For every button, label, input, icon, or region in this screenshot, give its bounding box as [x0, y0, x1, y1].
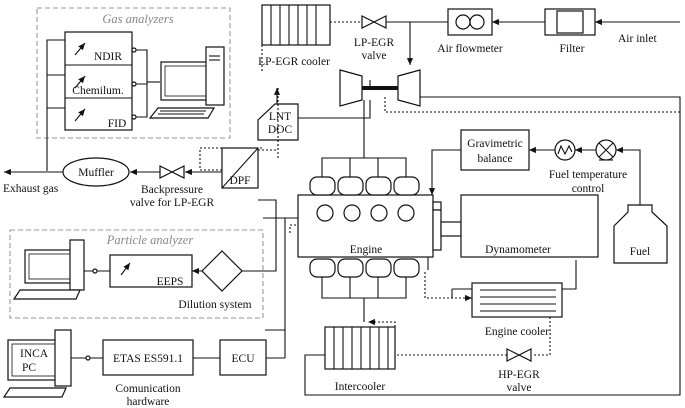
- hp-egr-label-1: HP-EGR: [498, 369, 540, 381]
- dynamometer-box: [460, 194, 599, 258]
- hp-egr-label-2: valve: [507, 382, 532, 394]
- lp-egr-return-line: [384, 97, 680, 113]
- engine-block: [297, 176, 462, 278]
- particle-analyzer-frame: [9, 229, 264, 319]
- gas-analyzer-bus: [136, 49, 148, 118]
- comm-label-1: Comunication: [115, 383, 180, 395]
- backpressure-valve-icon: [159, 165, 185, 179]
- gas-analyzers-title: Gas analyzers: [102, 12, 173, 26]
- ecu-box: [219, 339, 267, 376]
- etas-label: ETAS ES591.1: [113, 353, 183, 365]
- muffler-label: Muffler: [78, 167, 114, 179]
- gravimetric-balance-box: [460, 129, 530, 171]
- fuel-pump-icon: [595, 139, 617, 161]
- eeps-label: EEPS: [157, 276, 184, 288]
- intercooler-label: Intercooler: [335, 381, 386, 393]
- filter-label: Filter: [560, 43, 585, 55]
- inca-label-1: INCA: [20, 348, 49, 360]
- engine-label: Engine: [350, 244, 383, 256]
- lp-egr-valve-icon: [361, 15, 387, 29]
- lp-egr-valve-label-2: valve: [362, 50, 387, 62]
- lnt-label: LNT: [269, 111, 291, 123]
- dilution-system-icon: [201, 250, 243, 292]
- lp-egr-cooler-icon: [261, 4, 331, 46]
- dynamometer-label: Dynamometer: [485, 244, 551, 256]
- hp-egr-valve-icon: [506, 348, 532, 362]
- turbine-outlet: [285, 80, 371, 119]
- gravimetric-label-1: Gravimetric: [467, 138, 523, 150]
- particle-pc-icon: [12, 239, 85, 300]
- exhaust-gas-label: Exhaust gas: [3, 183, 59, 195]
- fuel-temp-label-2: control: [572, 183, 605, 195]
- fuel-heater-icon: [554, 139, 576, 161]
- doc-label: DOC: [268, 124, 293, 136]
- air-inlet-label: Air inlet: [618, 33, 657, 45]
- chemilum-label: Chemilum.: [72, 85, 124, 97]
- lp-egr-cooler-label: LP-EGR cooler: [258, 56, 330, 68]
- backpressure-label-2: valve for LP-EGR: [130, 197, 215, 209]
- ndir-label: NDIR: [94, 51, 122, 63]
- charge-air-line: [304, 96, 681, 396]
- intercooler-icon: [324, 326, 396, 370]
- inca-label-2: PC: [22, 362, 36, 374]
- gas-sample-lines: [46, 39, 65, 171]
- air-flowmeter-label: Air flowmeter: [437, 43, 503, 55]
- engine-cooler-label: Engine cooler: [485, 326, 549, 338]
- fuel-temp-label-1: Fuel temperature: [549, 169, 627, 181]
- ecu-label: ECU: [232, 353, 256, 365]
- comm-label-2: hardware: [127, 396, 170, 408]
- turbocharger-icon: [339, 69, 421, 107]
- gas-analyzer-rack: [64, 31, 137, 131]
- particle-analyzer-title: Particle analyzer: [106, 233, 194, 247]
- dpf-label: DPF: [229, 175, 250, 187]
- backpressure-label-1: Backpressure: [141, 184, 203, 196]
- fuel-tank-icon: [613, 204, 668, 264]
- exhaust-manifold: [321, 100, 407, 177]
- filter-icon: [544, 8, 596, 36]
- lp-egr-valve-label-1: LP-EGR: [354, 37, 395, 49]
- gas-analyzer-pc-icon: [148, 46, 225, 119]
- inca-pc-icon: [2, 329, 72, 398]
- fuel-label: Fuel: [630, 246, 650, 258]
- dilution-label: Dilution system: [178, 299, 251, 311]
- lnt-doc-icon: LNT DOC: [257, 103, 299, 141]
- intake-manifold: [321, 277, 407, 322]
- gas-analyzers-frame: [36, 7, 231, 139]
- air-flowmeter-icon: [447, 8, 493, 36]
- fid-label: FID: [108, 118, 127, 130]
- gravimetric-label-2: balance: [477, 153, 512, 165]
- dpf-icon: DPF: [221, 147, 259, 189]
- engine-cooler-icon: [471, 282, 563, 318]
